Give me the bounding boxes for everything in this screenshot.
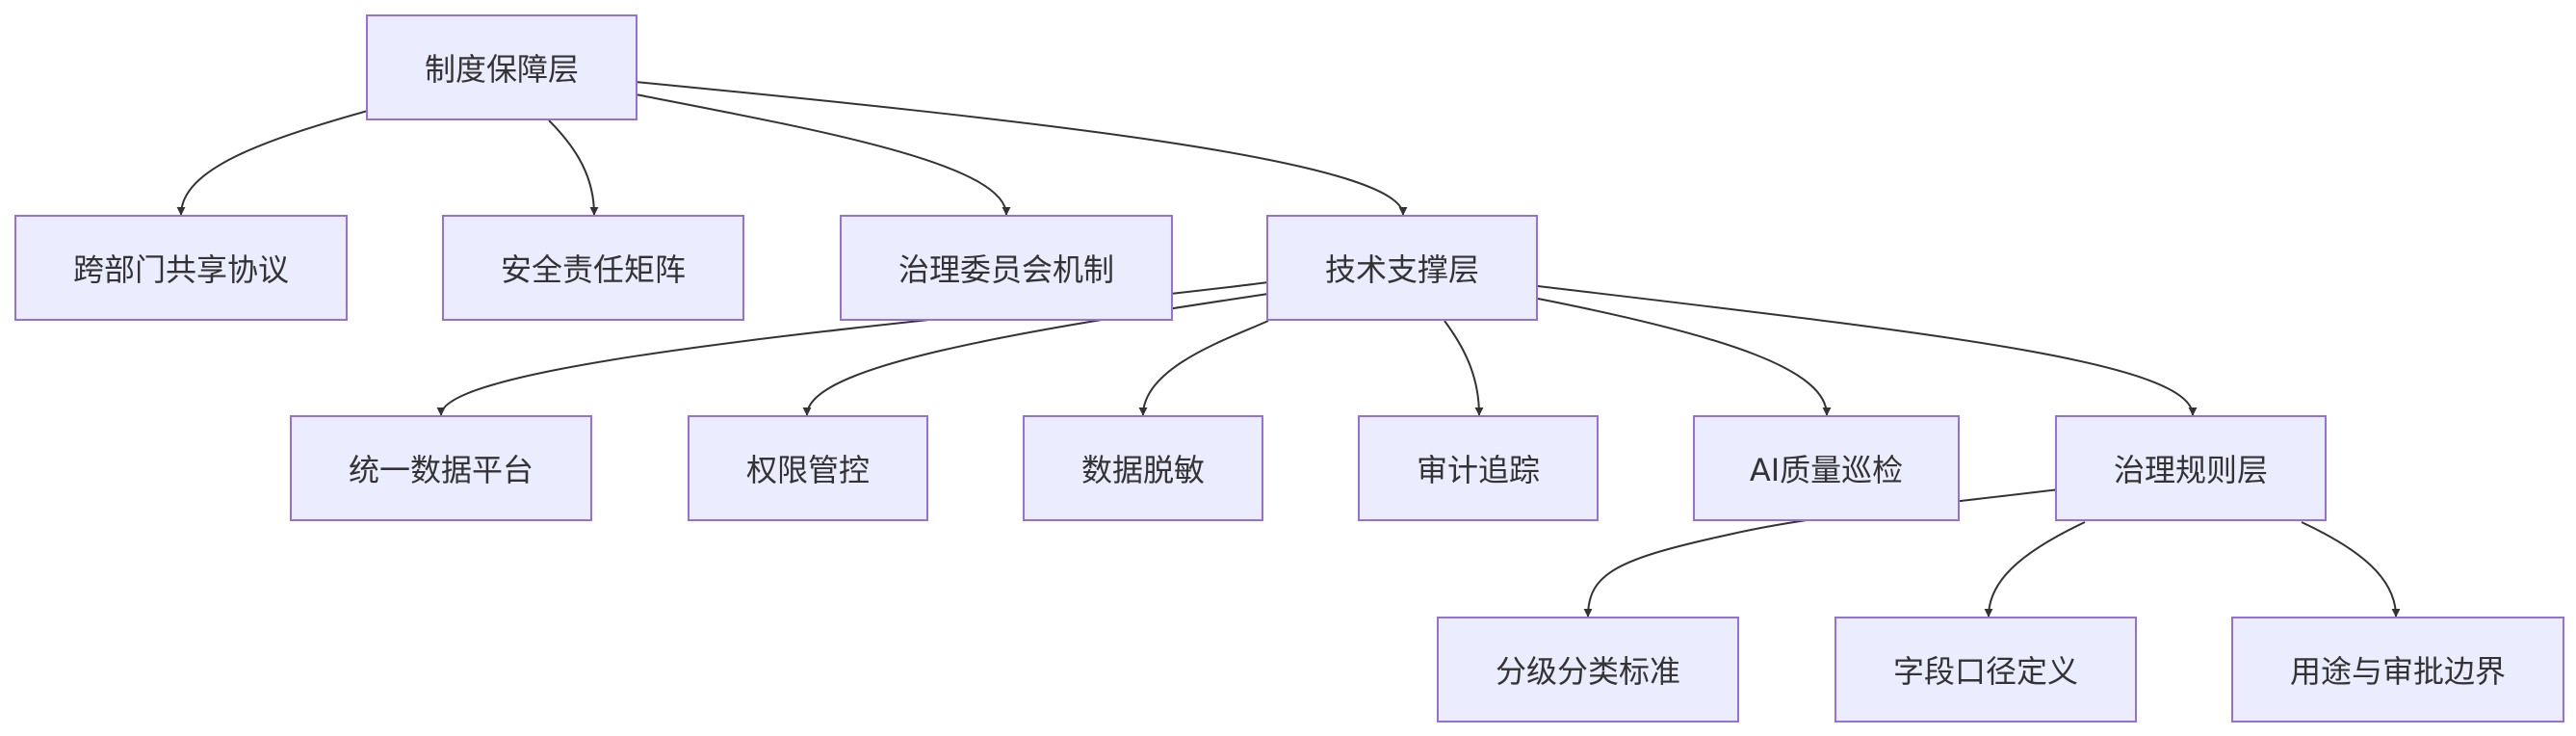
node-label: 用途与审批边界 — [2289, 653, 2506, 690]
node-label: AI质量巡检 — [1749, 452, 1904, 488]
node-label: 技术支撑层 — [1324, 251, 1479, 288]
node-label: 审计追踪 — [1416, 452, 1540, 488]
node-unified-platform[interactable]: 统一数据平台 — [290, 415, 592, 521]
edge-institution-committee — [635, 93, 1011, 216]
edge-institution-sharing — [176, 110, 369, 216]
node-label: 分级分类标准 — [1495, 653, 1680, 690]
node-label: 治理委员会机制 — [898, 251, 1114, 288]
node-rules-layer[interactable]: 治理规则层 — [2055, 415, 2327, 521]
node-label: 权限管控 — [745, 452, 870, 488]
node-field-definition[interactable]: 字段口径定义 — [1834, 617, 2137, 723]
node-label: 治理规则层 — [2113, 452, 2268, 488]
edge-tech-audit — [1444, 320, 1484, 416]
node-label: 制度保障层 — [424, 51, 579, 88]
node-label: 安全责任矩阵 — [500, 251, 686, 288]
node-permission-control[interactable]: 权限管控 — [688, 415, 928, 521]
node-label: 字段口径定义 — [1892, 653, 2078, 690]
edge-tech-ai — [1537, 298, 1832, 416]
node-label: 数据脱敏 — [1080, 452, 1205, 488]
node-ai-quality-check[interactable]: AI质量巡检 — [1693, 415, 1960, 521]
node-committee-mechanism[interactable]: 治理委员会机制 — [840, 215, 1173, 321]
node-security-matrix[interactable]: 安全责任矩阵 — [442, 215, 744, 321]
node-sharing-agreement[interactable]: 跨部门共享协议 — [14, 215, 348, 321]
edge-rules-approval — [2301, 521, 2401, 618]
edge-tech-masking — [1138, 320, 1269, 416]
edge-institution-security — [548, 119, 599, 216]
edge-tech-rules — [1537, 285, 2198, 416]
node-approval-boundary[interactable]: 用途与审批边界 — [2231, 617, 2564, 723]
node-institution-layer[interactable]: 制度保障层 — [366, 14, 637, 120]
node-label: 跨部门共享协议 — [72, 251, 289, 288]
node-audit-trail[interactable]: 审计追踪 — [1358, 415, 1599, 521]
node-classification-standard[interactable]: 分级分类标准 — [1437, 617, 1739, 723]
edge-institution-tech — [635, 81, 1408, 216]
node-data-masking[interactable]: 数据脱敏 — [1023, 415, 1263, 521]
node-label: 统一数据平台 — [348, 452, 533, 488]
edge-rules-field — [1984, 521, 2086, 618]
node-tech-layer[interactable]: 技术支撑层 — [1266, 215, 1538, 321]
